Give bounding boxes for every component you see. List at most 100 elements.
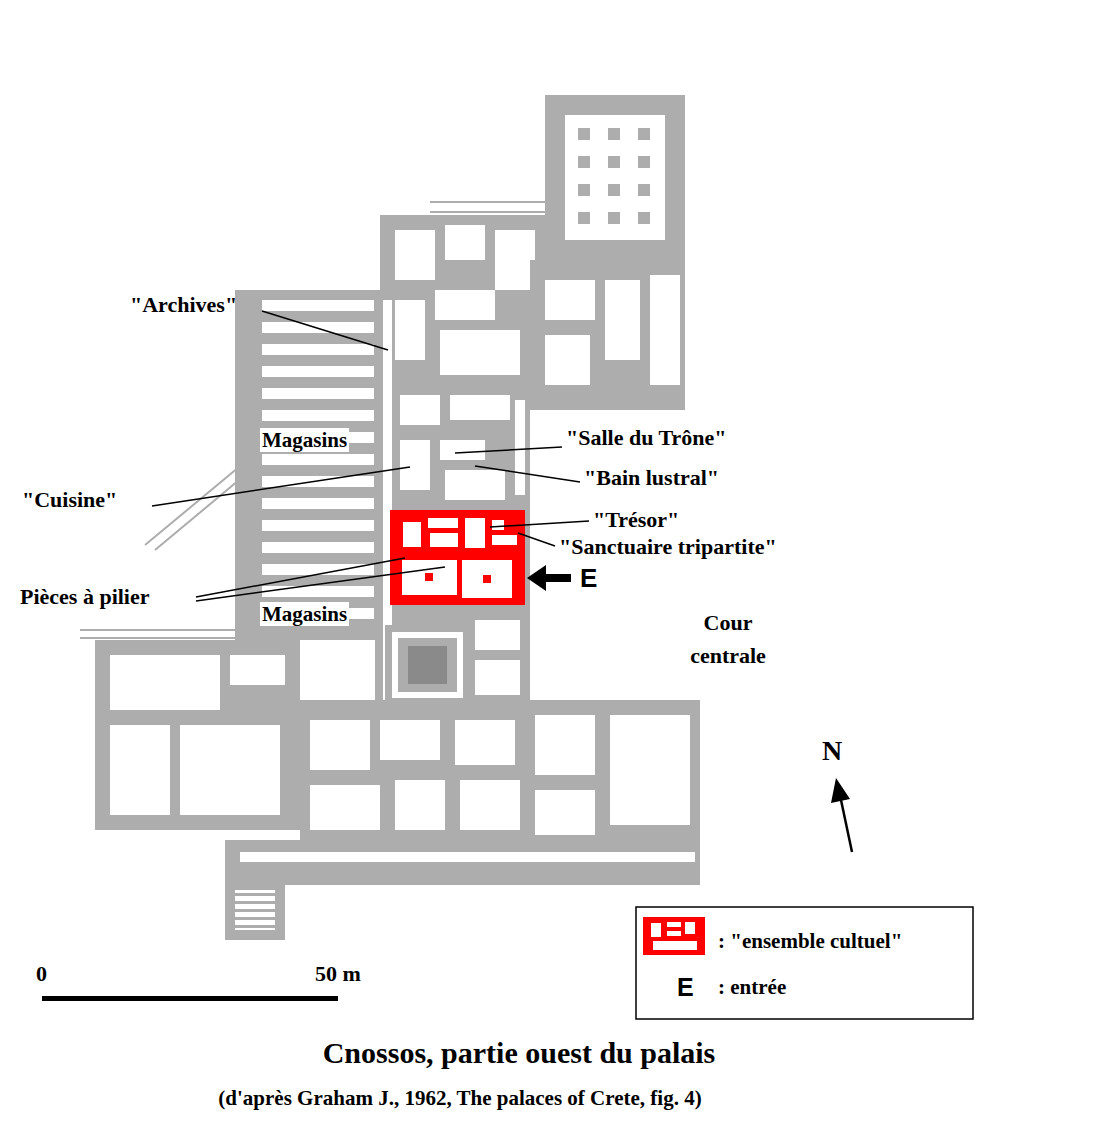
leader-line bbox=[262, 311, 388, 350]
caption: (d'après Graham J., 1962, The palaces of… bbox=[218, 1086, 701, 1110]
room bbox=[492, 520, 504, 530]
room bbox=[403, 522, 421, 547]
legend-text: : "ensemble cultuel" bbox=[718, 929, 902, 953]
room bbox=[392, 632, 463, 698]
plan-label: Pièces à pilier bbox=[20, 585, 150, 609]
label-text: "Archives" bbox=[130, 292, 237, 317]
legend-swatch bbox=[643, 917, 705, 955]
wall-block bbox=[235, 909, 275, 912]
wall-block bbox=[608, 212, 620, 224]
room bbox=[428, 518, 458, 528]
room bbox=[235, 890, 275, 930]
wall-block bbox=[398, 638, 457, 692]
wall-block bbox=[578, 128, 590, 140]
room bbox=[545, 280, 595, 320]
label-text: "Salle du Trône" bbox=[566, 425, 727, 450]
room bbox=[262, 388, 374, 399]
room bbox=[462, 560, 512, 598]
room bbox=[180, 725, 280, 815]
road-line bbox=[430, 211, 545, 213]
room bbox=[610, 715, 690, 825]
north-arrow bbox=[831, 778, 850, 803]
wall-block bbox=[300, 700, 530, 850]
room bbox=[400, 395, 440, 425]
room bbox=[445, 225, 485, 260]
road-line bbox=[80, 637, 245, 639]
swatch-room bbox=[667, 922, 681, 927]
room bbox=[262, 410, 374, 421]
room bbox=[450, 395, 510, 420]
room bbox=[395, 300, 425, 360]
room bbox=[475, 660, 520, 695]
room bbox=[310, 785, 380, 830]
road-line bbox=[145, 462, 245, 545]
road-line bbox=[155, 475, 245, 550]
room bbox=[465, 518, 485, 548]
plan-label: Magasins bbox=[260, 603, 349, 626]
room bbox=[460, 780, 520, 830]
room bbox=[545, 335, 590, 385]
leader-line bbox=[490, 521, 589, 527]
plan-label: "Sanctuaire tripartite" bbox=[559, 535, 777, 559]
plan-label: 0 bbox=[36, 962, 47, 986]
room bbox=[262, 586, 374, 597]
label-text: "Cuisine" bbox=[22, 487, 117, 512]
room bbox=[515, 400, 525, 495]
room bbox=[262, 454, 374, 465]
room bbox=[605, 280, 640, 360]
room bbox=[262, 366, 374, 377]
entrance-arrow bbox=[527, 565, 546, 591]
wall-block bbox=[225, 880, 285, 940]
wall-block bbox=[608, 128, 620, 140]
label-text: Magasins bbox=[260, 428, 349, 452]
swatch-room bbox=[685, 922, 695, 934]
room bbox=[495, 230, 535, 290]
wall-block bbox=[578, 212, 590, 224]
room bbox=[435, 290, 495, 320]
entrance-arrow bbox=[546, 574, 571, 582]
room bbox=[262, 300, 374, 311]
wall-block bbox=[638, 212, 650, 224]
room bbox=[650, 275, 680, 385]
scale-bar bbox=[42, 996, 338, 1001]
room bbox=[440, 440, 485, 460]
title-block: Cnossos, partie ouest du palais bbox=[0, 1036, 1038, 1069]
leader-line bbox=[455, 447, 562, 453]
wall-block bbox=[380, 215, 545, 390]
label-text: E bbox=[580, 563, 597, 593]
room bbox=[535, 715, 595, 775]
pillar bbox=[483, 575, 491, 583]
road-line bbox=[430, 201, 545, 203]
room bbox=[445, 470, 505, 500]
wall-block bbox=[235, 925, 275, 928]
room bbox=[440, 330, 520, 375]
wall-block bbox=[638, 156, 650, 168]
leader-line bbox=[196, 558, 405, 597]
plan-label: E bbox=[677, 974, 694, 1002]
label-text: Magasins bbox=[260, 602, 349, 626]
leader-line bbox=[475, 466, 580, 482]
wall-block bbox=[545, 95, 685, 260]
plan-label: 50 m bbox=[315, 962, 361, 986]
leader-line bbox=[196, 567, 445, 601]
room bbox=[262, 564, 374, 575]
room bbox=[240, 852, 695, 862]
room bbox=[262, 498, 374, 509]
title: Cnossos, partie ouest du palais bbox=[323, 1036, 716, 1069]
leader-line bbox=[152, 467, 410, 506]
room bbox=[395, 230, 435, 280]
swatch-room bbox=[653, 941, 697, 950]
room bbox=[565, 115, 665, 240]
wall-block bbox=[608, 156, 620, 168]
wall-block bbox=[225, 840, 700, 885]
label-text: Cour centrale bbox=[690, 610, 766, 668]
room bbox=[262, 542, 374, 553]
wall-block bbox=[95, 640, 300, 830]
room bbox=[262, 520, 374, 531]
label-text: 50 m bbox=[315, 961, 361, 986]
leader-line bbox=[518, 533, 555, 546]
wall-block bbox=[235, 917, 275, 920]
plan-label: Cour centrale bbox=[668, 606, 788, 672]
room bbox=[492, 535, 517, 545]
